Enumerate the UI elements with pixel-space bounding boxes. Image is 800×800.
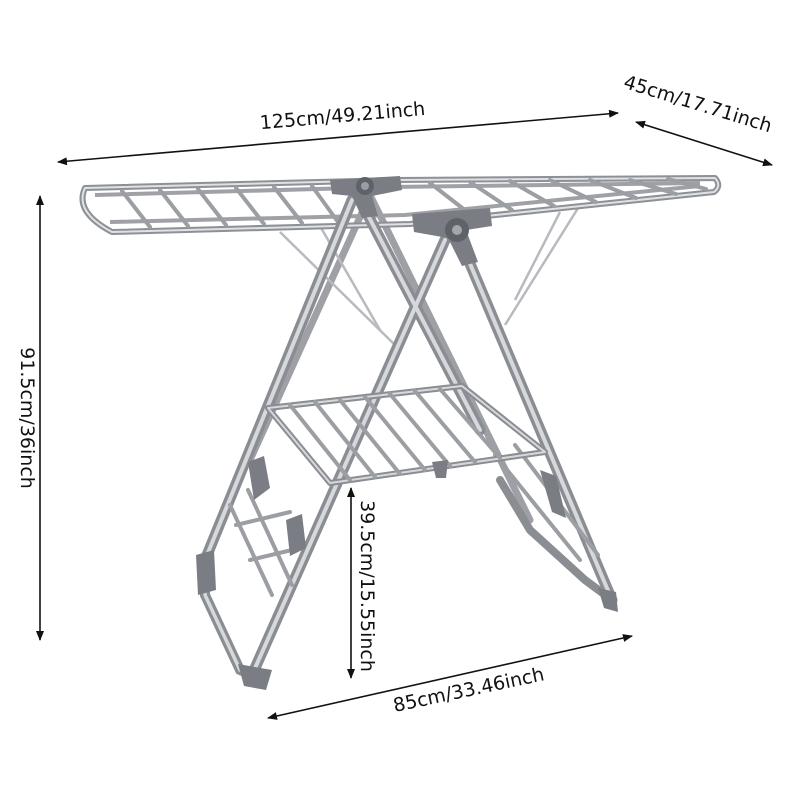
plastic-joints [196,176,618,690]
drying-rack-illustration [79,175,722,690]
base-width-label: 85cm/33.46inch [391,663,546,716]
total-width-label: 125cm/49.21inch [259,98,426,134]
shelf-height-label: 39.5cm/15.55inch [356,500,378,672]
total-width-arrow [57,109,619,166]
middle-shelf [265,383,548,486]
depth-arrow [635,120,773,167]
height-label: 91.5cm/36inch [16,347,38,489]
top-wing-slats [120,177,708,229]
base-width-arrow [267,634,633,720]
depth-label: 45cm/17.71inch [621,71,774,137]
